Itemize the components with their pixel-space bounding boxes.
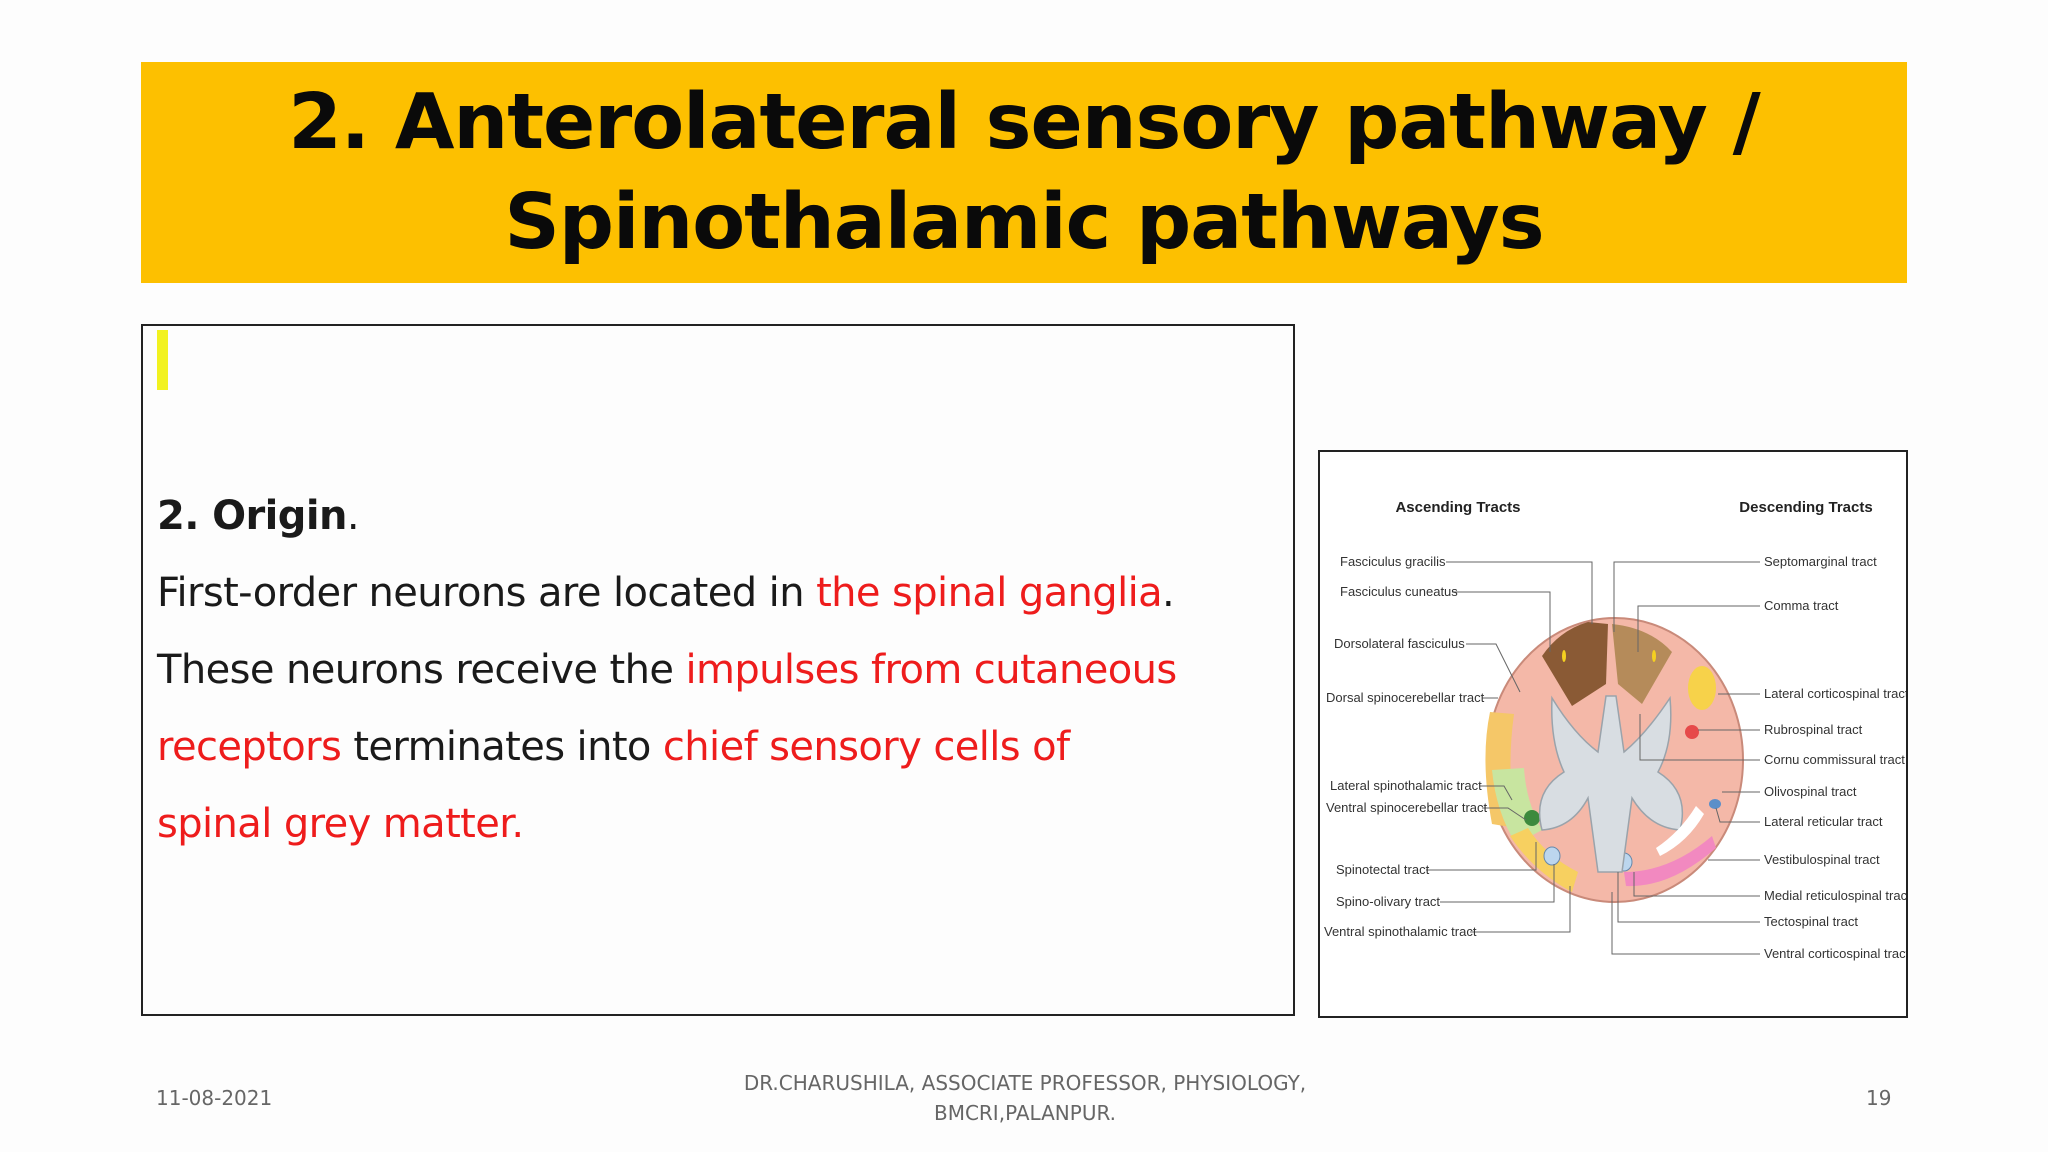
- label-cornu-commissural: Cornu commissural tract: [1764, 752, 1905, 767]
- slide-title-banner: 2. Anterolateral sensory pathway / Spino…: [141, 62, 1907, 283]
- text-segment: These neurons receive the: [157, 647, 686, 693]
- label-lateral-reticular: Lateral reticular tract: [1764, 814, 1883, 829]
- label-medial-reticulospinal: Medial reticulospinal tract: [1764, 888, 1906, 903]
- label-dorsal-spinocerebellar: Dorsal spinocerebellar tract: [1326, 690, 1485, 705]
- footer-author-line-2: BMCRI,PALANPUR.: [933, 1101, 1117, 1125]
- text-segment: First-order neurons are located in: [157, 570, 817, 616]
- content-text-box: 2. Origin. First-order neurons are locat…: [141, 324, 1295, 1016]
- label-fasciculus-cuneatus: Fasciculus cuneatus: [1340, 584, 1458, 599]
- origin-heading: 2. Origin: [157, 493, 347, 539]
- label-rubrospinal: Rubrospinal tract: [1764, 722, 1863, 737]
- spinal-cord-diagram: Ascending Tracts Descending Tracts: [1324, 499, 1906, 961]
- right-leader-lines: [1611, 561, 1760, 955]
- label-dorsolateral-fasciculus: Dorsolateral fasciculus: [1334, 636, 1465, 651]
- footer-author-line-1: DR.CHARUSHILA, ASSOCIATE PROFESSOR, PHYS…: [743, 1071, 1307, 1095]
- ascending-heading: Ascending Tracts: [1395, 499, 1520, 516]
- label-fasciculus-gracilis: Fasciculus gracilis: [1340, 554, 1446, 569]
- slide-title-line-1: 2. Anterolateral sensory pathway /: [288, 77, 1761, 167]
- footer-page-number: 19: [1866, 1086, 1892, 1110]
- body-text: 2. Origin. First-order neurons are locat…: [157, 478, 1277, 863]
- footer-author: DR.CHARUSHILA, ASSOCIATE PROFESSOR, PHYS…: [700, 1068, 1350, 1128]
- body-line-4: receptors terminates into chief sensory …: [157, 709, 1277, 786]
- label-spino-olivary: Spino-olivary tract: [1336, 894, 1440, 909]
- spinal-cord-figure: Ascending Tracts Descending Tracts: [1318, 450, 1908, 1018]
- highlight-receptors: receptors: [157, 724, 342, 770]
- label-ventral-corticospinal: Ventral corticospinal tract: [1764, 946, 1906, 961]
- highlight-impulses: impulses from cutaneous: [685, 647, 1177, 693]
- label-septomarginal: Septomarginal tract: [1764, 554, 1877, 569]
- descending-heading: Descending Tracts: [1739, 499, 1872, 516]
- highlight-chief-cells: chief sensory cells of: [662, 724, 1070, 770]
- label-olivospinal: Olivospinal tract: [1764, 784, 1857, 799]
- footer-date: 11-08-2021: [156, 1086, 273, 1110]
- label-spinotectal: Spinotectal tract: [1336, 862, 1430, 877]
- text-segment: .: [1162, 570, 1175, 616]
- body-line-5: spinal grey matter.: [157, 786, 1277, 863]
- origin-heading-line: 2. Origin.: [157, 478, 1277, 555]
- slide-title-line-2: Spinothalamic pathways: [504, 177, 1544, 267]
- label-ventral-spinothalamic: Ventral spinothalamic tract: [1324, 924, 1477, 939]
- label-comma-tract: Comma tract: [1764, 598, 1839, 613]
- label-tectospinal: Tectospinal tract: [1764, 914, 1858, 929]
- highlight-grey-matter: spinal grey matter.: [157, 801, 524, 847]
- text-cursor-highlight: [157, 330, 168, 390]
- label-lateral-corticospinal: Lateral corticospinal tract: [1764, 686, 1906, 701]
- highlight-spinal-ganglia: the spinal ganglia: [816, 570, 1163, 616]
- label-lateral-spinothalamic: Lateral spinothalamic tract: [1330, 778, 1482, 793]
- left-leader-lines: [1426, 561, 1593, 933]
- label-ventral-spinocerebellar: Ventral spinocerebellar tract: [1326, 800, 1488, 815]
- text-segment: terminates into: [341, 724, 663, 770]
- body-line-2: First-order neurons are located in the s…: [157, 555, 1277, 632]
- body-line-3: These neurons receive the impulses from …: [157, 632, 1277, 709]
- label-vestibulospinal: Vestibulospinal tract: [1764, 852, 1880, 867]
- origin-period: .: [346, 493, 360, 539]
